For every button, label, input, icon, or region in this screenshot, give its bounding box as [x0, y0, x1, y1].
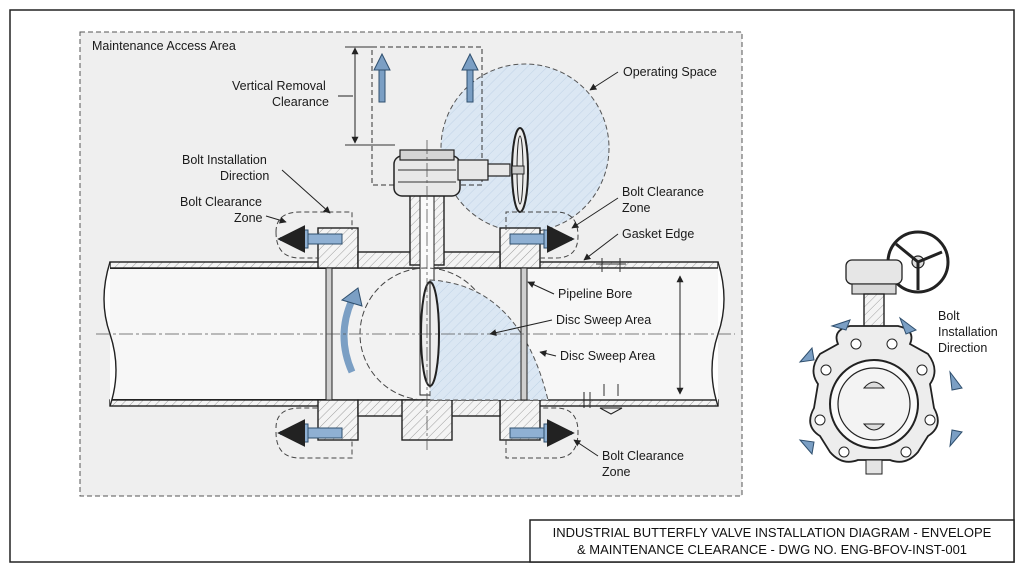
bolt-install-label: Bolt Installation	[182, 153, 267, 167]
title-block	[529, 519, 1015, 563]
bolt-zone-bottom-right	[505, 407, 579, 459]
gasket-edge-marks-lower	[599, 384, 623, 415]
bolt-zone-top-left	[275, 211, 353, 259]
rotation-arrow	[340, 298, 356, 374]
title-line-2: & MAINTENANCE CLEARANCE - DWG NO. ENG-BF…	[577, 542, 967, 557]
pipeline-bore-label: Pipeline Bore	[558, 287, 632, 301]
bolt-clear-bottom-label: Bolt Clearance	[602, 449, 684, 463]
vertical-removal-label-2: Clearance	[272, 95, 329, 109]
bolt-clear-left-label: Bolt Clearance	[180, 195, 262, 209]
disc-sweep-shaded	[429, 279, 549, 401]
side-bolt-arrows	[798, 316, 963, 456]
removal-arrow-left	[373, 52, 391, 103]
maintenance-area-label: Maintenance Access Area	[92, 39, 236, 53]
removal-arrow-right	[461, 52, 479, 103]
bolt-clear-bottom-label-2: Zone	[602, 465, 631, 479]
side-bolt-label-1: Bolt	[938, 309, 960, 323]
bolt-clear-left-label-2: Zone	[234, 211, 263, 225]
bolt-install-label-2: Direction	[220, 169, 269, 183]
operating-space-label: Operating Space	[623, 65, 717, 79]
bolt-clear-right-label: Bolt Clearance	[622, 185, 704, 199]
side-bolt-label-3: Direction	[938, 341, 987, 355]
disc-sweep-label-1: Disc Sweep Area	[556, 313, 651, 327]
handwheel[interactable]	[511, 127, 529, 213]
gasket-edge-marks	[596, 258, 626, 272]
bolt-zone-bottom-left	[275, 407, 353, 459]
side-bolt-label-2: Installation	[938, 325, 998, 339]
vertical-removal-box	[371, 46, 483, 186]
bolt-clear-right-label-2: Zone	[622, 201, 651, 215]
title-line-1: INDUSTRIAL BUTTERFLY VALVE INSTALLATION …	[553, 525, 992, 540]
disc-sweep-label-2: Disc Sweep Area	[560, 349, 655, 363]
vertical-removal-label: Vertical Removal	[232, 79, 326, 93]
gasket-edge-label: Gasket Edge	[622, 227, 694, 241]
side-view-valve	[809, 230, 950, 475]
bolt-zone-top-right	[505, 211, 579, 259]
